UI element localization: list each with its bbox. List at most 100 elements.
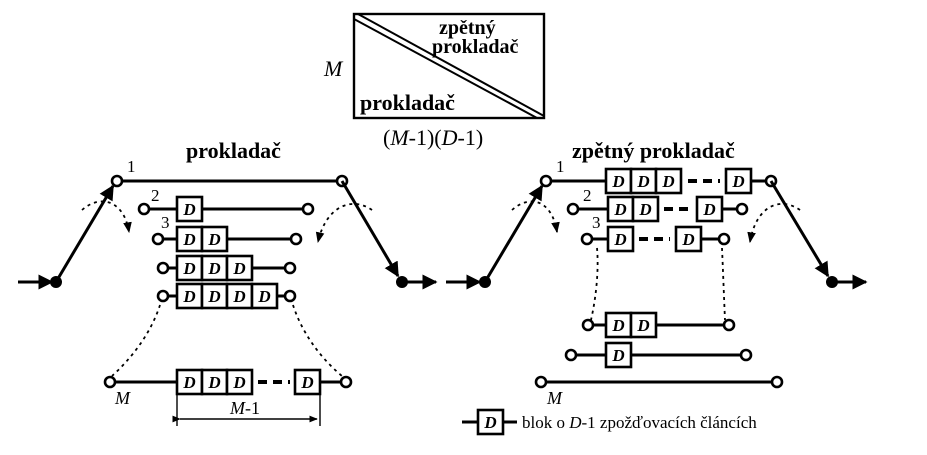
delay-block-label: D	[613, 230, 626, 249]
delay-block	[225, 368, 254, 396]
input-switch-contact-2	[137, 202, 151, 216]
matrix-diagonal-1	[357, 13, 545, 117]
interleaver-title: prokladač	[186, 138, 281, 163]
input-switch-contact-2	[566, 202, 580, 216]
delay-block-label: D	[182, 259, 195, 278]
left-continuation-dots	[590, 247, 599, 321]
span-label: M-1	[229, 398, 260, 418]
branch-5-delay-blocks: D D D D	[175, 282, 279, 310]
delay-block-label: D	[207, 287, 220, 306]
delay-block	[200, 225, 229, 253]
delay-block	[175, 368, 204, 396]
delay-block-label: D	[613, 200, 626, 219]
lower-branch-2-delay-blocks: D	[604, 341, 633, 369]
delay-block-label: D	[182, 200, 195, 219]
output-switch-contact-M	[770, 375, 784, 389]
right-continuation-dots	[721, 247, 726, 321]
input-switch-contact-lower-1	[581, 318, 595, 332]
delay-block-label: D	[232, 259, 245, 278]
input-switch-contact-M	[534, 375, 548, 389]
branch-1-delay-blocks: D D D D	[604, 167, 753, 195]
output-switch-contact-lower-2	[739, 348, 753, 362]
branch-M-delay-blocks: D D D D	[175, 368, 322, 396]
input-rotation-arrow	[81, 200, 132, 234]
branch-M-label: M	[114, 388, 131, 408]
input-switch-contact-lower-2	[564, 348, 578, 362]
span-dimension: M-1	[172, 394, 321, 426]
delay-block	[631, 195, 660, 223]
input-rotation-arrow	[511, 200, 560, 234]
left-continuation-dots	[111, 304, 161, 377]
branch-3-label: 3	[592, 213, 601, 232]
output-commutator-arm	[340, 180, 400, 278]
delay-block-label: D	[661, 172, 674, 191]
matrix-upper-label-line2: prokladač	[432, 36, 518, 58]
legend-delay-block-label: D	[483, 413, 496, 432]
delay-block-label: D	[300, 373, 313, 392]
output-switch-contact-3	[717, 232, 731, 246]
output-switch-contact-2	[301, 202, 315, 216]
delay-block	[606, 225, 635, 253]
branch-M-label: M	[546, 388, 563, 408]
delay-block-label: D	[207, 259, 220, 278]
input-switch-contact-1	[110, 174, 124, 188]
branch-3-delay-blocks: D D	[606, 225, 703, 253]
delay-block-label: D	[257, 287, 270, 306]
delay-block	[175, 195, 204, 223]
output-switch-contact-3	[289, 232, 303, 246]
input-switch-contact-3	[580, 232, 594, 246]
delay-block-label: D	[611, 316, 624, 335]
input-switch-contact-M	[103, 375, 117, 389]
delay-block-label: D	[638, 200, 651, 219]
branch-2-delay-blocks: D	[175, 195, 204, 223]
input-commutator-arm	[483, 184, 544, 283]
output-rotation-arrow	[315, 203, 373, 244]
output-switch-contact-4	[283, 261, 297, 275]
output-switch-contact-2	[735, 202, 749, 216]
delay-block-label: D	[731, 172, 744, 191]
matrix-columns-label: (M-1)(D-1)	[383, 125, 483, 150]
branch-3-delay-blocks: D D	[175, 225, 229, 253]
branch-3-label: 3	[161, 213, 170, 232]
delay-block	[175, 225, 204, 253]
input-switch-contact-4	[156, 261, 170, 275]
delay-block-label: D	[182, 230, 195, 249]
delay-block-label: D	[611, 346, 624, 365]
delay-block-label: D	[636, 316, 649, 335]
delay-block-label: D	[681, 230, 694, 249]
delay-block-label: D	[182, 373, 195, 392]
right-continuation-dots	[292, 304, 343, 377]
delay-block	[654, 167, 683, 195]
output-switch-contact-M	[339, 375, 353, 389]
delay-block-label: D	[207, 373, 220, 392]
branch-1-label: 1	[127, 157, 136, 176]
branch-2-label: 2	[151, 186, 160, 205]
matrix-lower-label: prokladač	[360, 90, 455, 115]
input-switch-contact-3	[151, 232, 165, 246]
delay-block	[629, 311, 658, 339]
branch-2-label: 2	[583, 186, 592, 205]
delay-block	[604, 167, 633, 195]
output-switch-contact-5	[283, 289, 297, 303]
branch-1-label: 1	[556, 157, 565, 176]
delay-block-label: D	[702, 200, 715, 219]
input-commutator-arm	[54, 184, 115, 283]
delay-block-label: D	[232, 373, 245, 392]
delay-block	[200, 368, 229, 396]
delay-block	[629, 167, 658, 195]
input-switch-contact-1	[539, 174, 553, 188]
delay-block-label: D	[611, 172, 624, 191]
delay-block-label: D	[207, 230, 220, 249]
delay-block	[200, 254, 229, 282]
matrix-diagonal-2	[353, 18, 538, 119]
delay-block-label: D	[182, 287, 195, 306]
branch-4-delay-blocks: D D D	[175, 254, 254, 282]
output-switch-contact-lower-1	[722, 318, 736, 332]
matrix-upper-label-line1: zpětný	[439, 17, 496, 39]
delay-block	[175, 254, 204, 282]
input-switch-contact-5	[156, 289, 170, 303]
matrix-frame	[352, 12, 546, 120]
delay-block-label: D	[232, 287, 245, 306]
legend: D blok o D-1 zpožďovacích článcích	[462, 408, 757, 436]
